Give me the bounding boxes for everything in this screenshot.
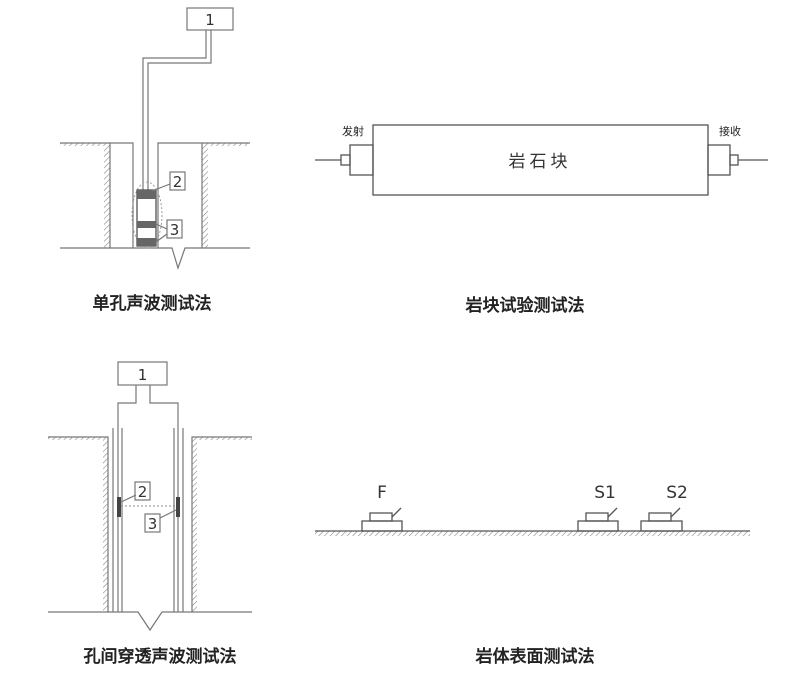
transmitter — [117, 497, 121, 517]
label-2: 2 — [173, 173, 183, 191]
rock-block-label: 岩石块 — [509, 152, 572, 172]
transmit-label: 发射 — [342, 124, 364, 138]
hole-wall-right — [192, 440, 197, 612]
cable — [142, 30, 212, 190]
rock-block-panel: 岩石块 发射 接收 岩块试验测试法 — [315, 124, 768, 316]
hole-wall-left — [104, 146, 110, 248]
label-1: 1 — [205, 11, 215, 29]
receive-label: 接收 — [719, 124, 741, 138]
caption-rock-block: 岩块试验测试法 — [465, 295, 585, 316]
hole-wall-left — [103, 440, 108, 612]
hole-bottom — [60, 247, 250, 270]
single-hole-panel: 1 2 3 单孔声波测试法 — [60, 7, 250, 314]
sensor-f-label: F — [377, 483, 387, 503]
caption-cross-hole: 孔间穿透声波测试法 — [84, 646, 237, 667]
label-1: 1 — [138, 366, 148, 384]
sensor-f: F — [361, 483, 403, 532]
label-2: 2 — [138, 483, 148, 501]
surface-panel: F S1 S2 岩体表面测试法 — [315, 483, 750, 667]
hole-bottom — [48, 611, 252, 632]
label-3: 3 — [170, 221, 180, 239]
caption-single-hole: 单孔声波测试法 — [93, 293, 212, 314]
instrument-box-1 — [117, 361, 168, 386]
sensor-s2-label: S2 — [666, 483, 688, 503]
cross-hole-panel: 1 2 3 孔间穿透声波测试法 — [48, 361, 252, 667]
hole-wall-right — [202, 146, 208, 248]
sensor-s1: S1 — [577, 483, 619, 532]
caption-surface: 岩体表面测试法 — [475, 646, 595, 667]
receiver — [707, 144, 731, 176]
sensor-s1-label: S1 — [594, 483, 616, 503]
instrument-box-1 — [186, 7, 234, 31]
receiver — [176, 497, 180, 517]
sensor-s2: S2 — [640, 483, 688, 532]
transmitter — [349, 144, 374, 176]
label-3: 3 — [148, 515, 158, 533]
ground-surface — [315, 531, 750, 536]
